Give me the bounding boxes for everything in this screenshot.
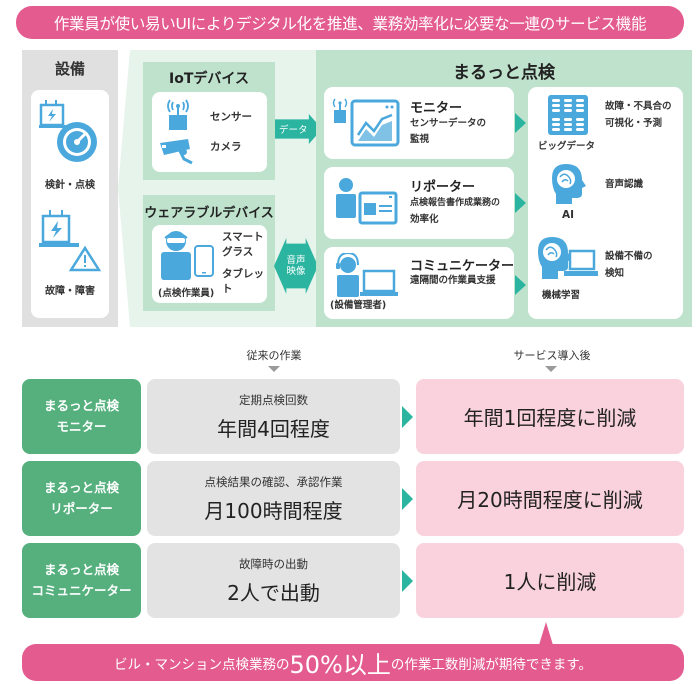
facility-column: 設備 検針・点検 (22, 50, 118, 327)
module-desc-reporter-2: 効率化 (410, 214, 439, 225)
footer-suffix: の作業工数削減が期待できます。 (390, 656, 592, 673)
row-after-communicator: 1人に削減 (416, 543, 684, 618)
ai-head-icon (552, 164, 586, 204)
monitor-chart-icon (332, 95, 402, 147)
row-before-reporter: 点検結果の確認、承認作業 月100時間程度 (147, 461, 400, 536)
tech-desc-ml-2: 検知 (605, 268, 625, 279)
bottom-banner: ビル・マンション点検業務の 50%以上 の作業工数削減が期待できます。 (22, 644, 684, 681)
tech-name-bigdata: ビッグデータ (538, 141, 596, 152)
row-arrow-monitor (402, 406, 413, 428)
row-label-communicator: まるっと点検 コミュニケーター (22, 543, 141, 618)
row-before-reporter-sub: 点検結果の確認、承認作業 (204, 474, 343, 489)
wearable-tablet-label: タブレット (222, 268, 264, 295)
row-label-monitor-line2: モニター (56, 418, 107, 434)
tablet-icon (194, 245, 214, 277)
wearable-glass-label: グラス (222, 246, 254, 258)
footer-highlight: 50%以上 (289, 651, 391, 679)
tech-desc-ml-1: 設備不備の (605, 251, 653, 262)
row-arrow-reporter (402, 488, 413, 510)
transformer-warning-icon (39, 208, 101, 272)
row-label-reporter-line2: リポーター (50, 500, 113, 516)
facility-label-inspection: 検針・点検 (45, 180, 95, 191)
iot-device-box: IoTデバイス センサー カメラ (143, 62, 275, 180)
module-desc-monitor-1: センサーデータの (410, 118, 487, 129)
before-column-header: 従来の作業 (246, 349, 302, 362)
wearable-device-box: ウェアラブルデバイス スマート グラス タブレット (点検作業員) (143, 195, 275, 311)
facility-label-fault: 故障・障害 (45, 286, 95, 297)
row-before-monitor-main: 年間4回程度 (217, 416, 330, 441)
database-icon (548, 95, 588, 135)
service-module-monitor: モニター センサーデータの 監視 (324, 87, 514, 159)
module-name-reporter: リポーター (410, 180, 476, 195)
iot-camera-label: カメラ (210, 141, 242, 153)
tech-desc-ai: 音声認識 (605, 179, 644, 190)
row-after-monitor: 年間1回程度に削減 (416, 379, 684, 454)
facility-card: 検針・点検 故障・障害 (31, 90, 109, 318)
bottom-banner-pointer (539, 622, 553, 645)
sensor-antenna-icon (164, 96, 192, 130)
row-arrow-communicator (402, 570, 413, 592)
data-arrow-label: データ (279, 125, 308, 136)
tech-desc-bigdata-2: 可視化・予測 (605, 118, 663, 129)
security-camera-icon (158, 137, 198, 167)
tech-name-ml: 機械学習 (542, 290, 581, 301)
service-module-reporter: リポーター 点検報告書作成業務の 効率化 (324, 167, 514, 239)
module-desc-monitor-2: 監視 (410, 134, 430, 145)
after-header-pointer-icon (545, 366, 557, 372)
row-before-communicator-sub: 故障時の出動 (239, 556, 308, 571)
iot-sensor-label: センサー (210, 111, 252, 123)
tech-desc-bigdata-1: 故障・不具合の (605, 101, 672, 112)
technology-card: ビッグデータ 故障・不具合の 可視化・予測 AI 音声認識 機械学習 設備不備の… (528, 87, 683, 319)
row-before-communicator: 故障時の出動 2人で出動 (147, 543, 400, 618)
footer-prefix: ビル・マンション点検業務の (114, 656, 290, 673)
wearable-smart-label: スマート (222, 231, 264, 243)
worker-smartglasses-icon (161, 230, 191, 280)
iot-device-title: IoTデバイス (169, 71, 249, 87)
module-name-communicator: コミュニケーター (410, 259, 515, 274)
facility-title: 設備 (54, 60, 85, 78)
worker-label: (点検作業員) (158, 288, 215, 299)
service-module-communicator: コミュニケーター 遠隔間の作業員支援 (設備管理者) (324, 247, 514, 319)
module-name-monitor: モニター (410, 101, 463, 116)
person-report-icon (334, 177, 404, 227)
row-before-communicator-main: 2人で出動 (227, 580, 320, 605)
module-desc-reporter-1: 点検報告書作成業務の (410, 198, 501, 208)
row-after-reporter: 月20時間程度に削減 (416, 461, 684, 536)
row-label-communicator-line1: まるっと点検 (43, 561, 119, 577)
ml-head-laptop-icon (538, 237, 598, 281)
communicator-to-tech-arrow (515, 275, 526, 295)
row-before-monitor: 定期点検回数 年間4回程度 (147, 379, 400, 454)
manager-label: (設備管理者) (330, 300, 387, 311)
row-label-monitor: まるっと点検 モニター (22, 379, 141, 454)
iot-device-card: センサー カメラ (152, 92, 267, 172)
reporter-to-tech-arrow (515, 193, 526, 213)
row-label-communicator-line2: コミュニケーター (31, 582, 132, 598)
wearable-device-card: スマート グラス タブレット (点検作業員) (152, 225, 267, 303)
tech-name-ai: AI (562, 209, 575, 221)
voice-arrow-label-1: 音声 (286, 254, 306, 266)
row-before-reporter-main: 月100時間程度 (204, 498, 343, 523)
voice-arrow-label-2: 映像 (286, 266, 306, 277)
headset-laptop-icon (334, 253, 404, 299)
top-banner: 作業員が使い易いUIによりデジタル化を推進、業務効率化に必要な一連のサービス機能 (16, 6, 684, 39)
row-before-monitor-sub: 定期点検回数 (239, 392, 308, 407)
service-area: まるっと点検 モニター センサーデータの 監視 (316, 50, 692, 327)
transformer-gauge-icon (39, 98, 101, 166)
after-column-header: サービス導入後 (513, 349, 591, 362)
module-desc-communicator: 遠隔間の作業員支援 (410, 275, 496, 286)
row-label-monitor-line1: まるっと点検 (43, 397, 119, 413)
monitor-to-tech-arrow (515, 113, 526, 133)
wearable-device-title: ウェアラブルデバイス (144, 206, 274, 221)
row-label-reporter: まるっと点検 リポーター (22, 461, 141, 536)
row-label-reporter-line1: まるっと点検 (43, 479, 119, 495)
service-title: まるっと点検 (453, 63, 555, 83)
before-header-pointer-icon (268, 366, 280, 372)
